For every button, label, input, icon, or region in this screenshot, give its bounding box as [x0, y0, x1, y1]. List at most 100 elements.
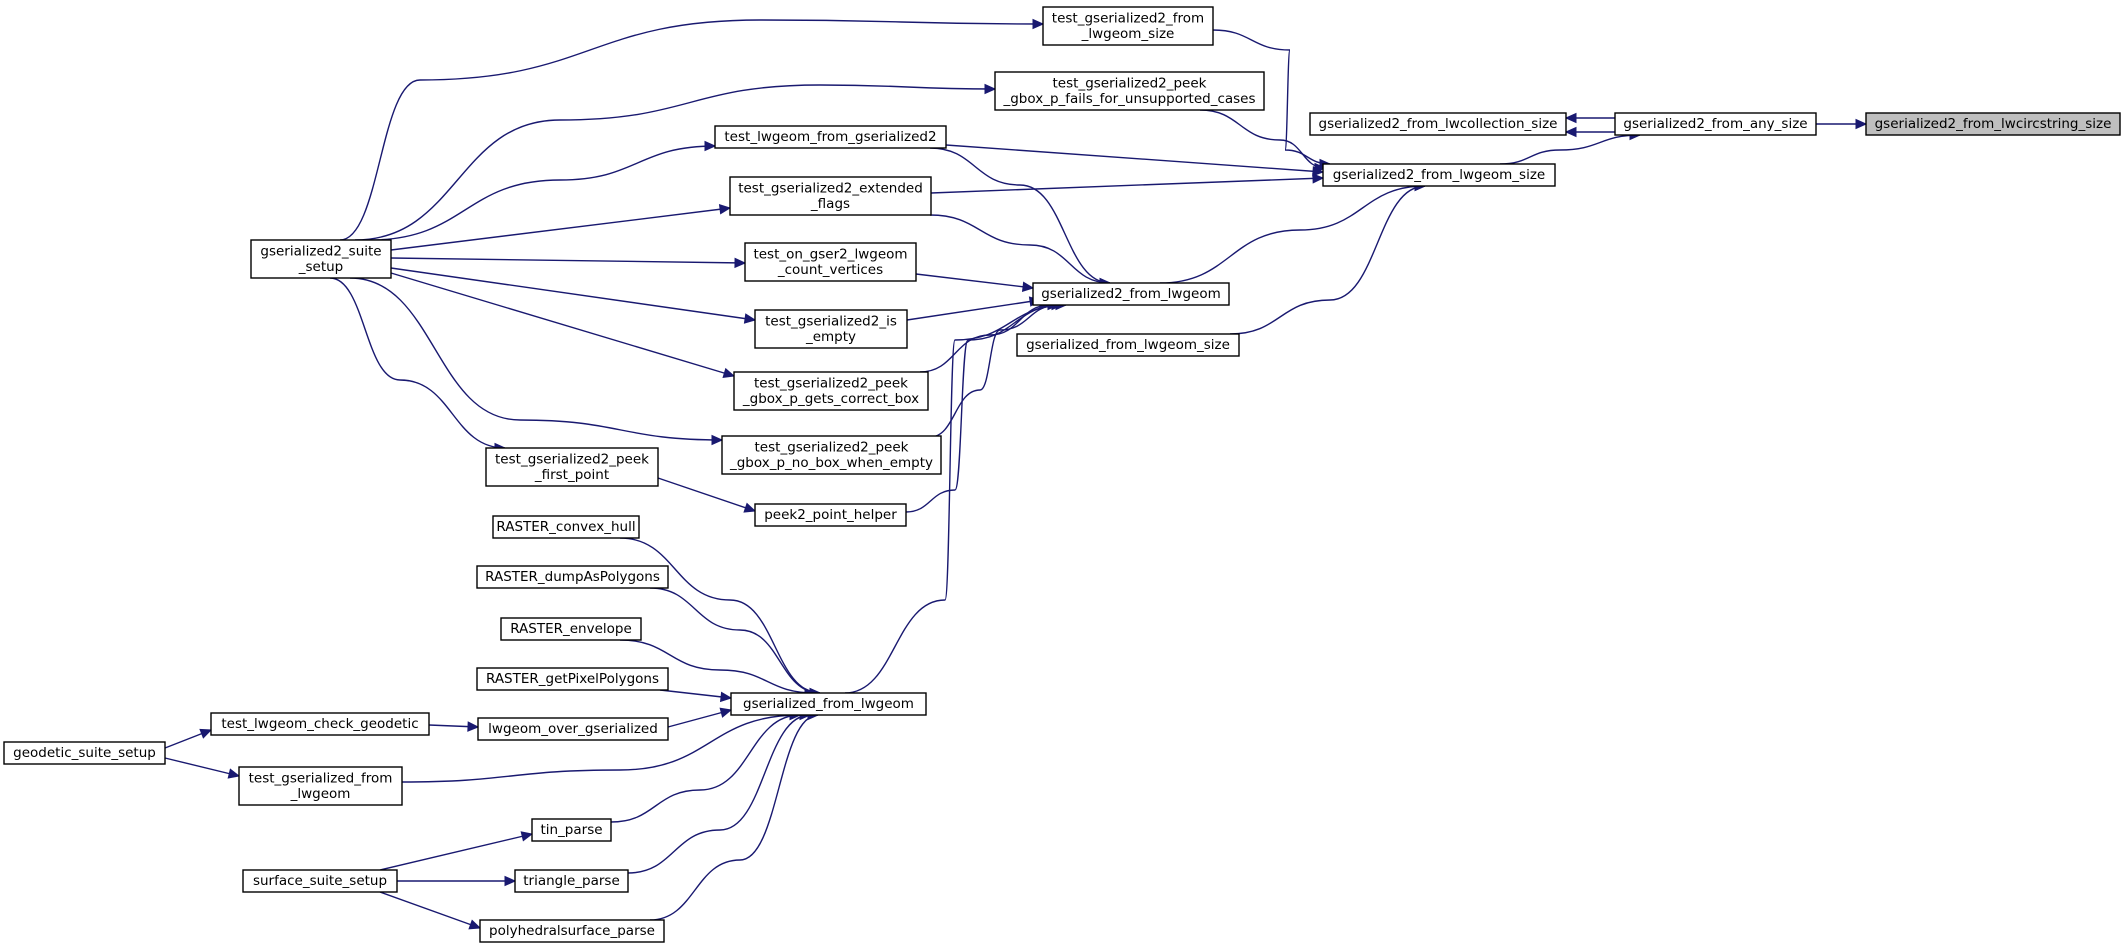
node-label: _empty	[805, 329, 856, 345]
edge-n_suite-to-n_isempty	[390, 267, 757, 324]
node-label: gserialized_from_lwgeom_size	[1026, 337, 1230, 353]
node-raster-getpixelpolygons[interactable]: RASTER_getPixelPolygons	[476, 667, 669, 691]
node-test-gserialized2-peek-gbox-p-gets-correct-box[interactable]: test_gserialized2_peek_gbox_p_gets_corre…	[733, 371, 929, 411]
edge-n_ext-to-n_lwsize	[930, 173, 1325, 194]
edge-n_gflws-to-n_lwsize	[1229, 180, 1427, 335]
node-label: gserialized2_from_any_size	[1623, 116, 1807, 132]
node-label: gserialized2_from_lwgeom	[1041, 286, 1221, 302]
edge-n_geo-to-n_tgfl	[164, 757, 241, 779]
node-test-on-gser2-lwgeom-count-vertices[interactable]: test_on_gser2_lwgeom_count_vertices	[744, 242, 917, 282]
node-raster-dumpaspolygons[interactable]: RASTER_dumpAsPolygons	[476, 565, 669, 589]
node-label: RASTER_convex_hull	[496, 519, 635, 535]
node-label: RASTER_dumpAsPolygons	[485, 569, 660, 585]
edge-n_surf-to-n_poly	[379, 891, 482, 930]
node-test-gserialized2-extended-flags[interactable]: test_gserialized2_extended_flags	[729, 176, 932, 216]
node-label: test_lwgeom_check_geodetic	[221, 716, 418, 732]
node-label: peek2_point_helper	[764, 507, 897, 523]
node-test-gserialized2-peek-first-point[interactable]: test_gserialized2_peek_first_point	[485, 447, 659, 487]
node-gserialized-from-lwgeom-size[interactable]: gserialized_from_lwgeom_size	[1016, 333, 1240, 357]
node-label: _lwgeom	[290, 786, 351, 802]
node-label: _lwgeom_size	[1081, 26, 1175, 42]
node-geodetic-suite-setup[interactable]: geodetic_suite_setup	[3, 741, 166, 765]
edge-n_gfl-to-n_g2lw	[844, 299, 1068, 694]
edge-n_dump-to-n_gfl	[649, 587, 822, 699]
node-test-lwgeom-from-gserialized2[interactable]: test_lwgeom_from_gserialized2	[714, 125, 947, 149]
node-peek2-point-helper[interactable]: peek2_point_helper	[754, 503, 907, 527]
edge-n_any-to-n_coll	[1564, 126, 1615, 138]
node-label: test_gserialized_from	[249, 770, 393, 786]
node-label: gserialized2_suite	[260, 243, 381, 259]
node-label: _first_point	[534, 467, 609, 483]
edge-n_suite-to-n_gets	[390, 272, 736, 379]
node-test-gserialized2-is-empty[interactable]: test_gserialized2_is_empty	[754, 309, 908, 349]
node-gserialized-from-lwgeom[interactable]: gserialized_from_lwgeom	[730, 692, 927, 716]
edge-n_pix-to-n_gfl	[659, 689, 733, 703]
node-label: test_gserialized2_peek	[1053, 75, 1207, 91]
edge-n_coll-to-n_any	[1564, 112, 1615, 124]
node-gserialized2-from-lwgeom[interactable]: gserialized2_from_lwgeom	[1032, 282, 1230, 306]
node-label: _count_vertices	[777, 262, 883, 278]
node-label: test_gserialized2_peek	[495, 451, 649, 467]
node-test-gserialized-from-lwgeom[interactable]: test_gserialized_from_lwgeom	[238, 766, 403, 806]
node-label: test_gserialized2_extended	[738, 180, 923, 196]
edge-n_nobox-to-n_g2lw	[929, 299, 1060, 438]
node-label: _setup	[298, 259, 344, 275]
node-surface-suite-setup[interactable]: surface_suite_setup	[242, 869, 398, 893]
edge-n_suite-to-n_first	[329, 277, 507, 454]
node-label: _gbox_p_fails_for_unsupported_cases	[1002, 91, 1255, 107]
edge-n_g2lw-to-n_lwsize	[1159, 180, 1427, 284]
edge-n_cnt-to-n_g2lw	[915, 273, 1035, 292]
node-gserialized2-from-lwgeom-size[interactable]: gserialized2_from_lwgeom_size	[1322, 163, 1556, 187]
edge-n_tlw-to-n_g2lw	[929, 147, 1112, 289]
node-test-gserialized2-peek-gbox-p-no-box-when-empty[interactable]: test_gserialized2_peek_gbox_p_no_box_whe…	[721, 435, 942, 475]
node-raster-envelope[interactable]: RASTER_envelope	[500, 617, 642, 641]
node-tin-parse[interactable]: tin_parse	[531, 818, 612, 842]
node-gserialized2-from-lwcircstring-size[interactable]: gserialized2_from_lwcircstring_size	[1865, 112, 2121, 136]
edge-n_surf-to-n_tri	[397, 875, 517, 887]
node-raster-convex-hull[interactable]: RASTER_convex_hull	[492, 515, 640, 539]
node-gserialized2-suite-setup[interactable]: gserialized2_suite_setup	[250, 239, 392, 279]
node-label: _flags	[810, 196, 850, 212]
node-gserialized2-from-lwcollection-size[interactable]: gserialized2_from_lwcollection_size	[1309, 112, 1567, 136]
nodes-layer: gserialized2_from_lwcircstring_sizegseri…	[3, 6, 2121, 943]
edge-n_tlw-to-n_lwsize	[945, 144, 1325, 177]
edge-n_suite-to-n_tlw	[369, 140, 717, 241]
node-test-gserialized2-from-lwgeom-size[interactable]: test_gserialized2_from_lwgeom_size	[1042, 6, 1214, 46]
edge-n_p2-to-n_g2lw	[905, 299, 1064, 513]
node-label: _gbox_p_gets_correct_box	[742, 391, 919, 407]
edge-n_over-to-n_gfl	[667, 707, 733, 728]
node-test-gserialized2-peek-gbox-p-fails-for-unsupported-cases[interactable]: test_gserialized2_peek_gbox_p_fails_for_…	[994, 71, 1265, 111]
node-label: test_lwgeom_from_gserialized2	[724, 129, 936, 145]
node-label: _gbox_p_no_box_when_empty	[729, 455, 933, 471]
node-label: triangle_parse	[523, 873, 620, 889]
edge-n_suite-to-n_nobox	[349, 277, 724, 446]
edge-n_chk-to-n_over	[428, 721, 480, 732]
node-label: gserialized_from_lwgeom	[743, 696, 914, 712]
edge-n_unsup-to-n_lwsize	[1199, 109, 1327, 174]
node-label: test_gserialized2_peek	[754, 375, 908, 391]
node-lwgeom-over-gserialized[interactable]: lwgeom_over_gserialized	[477, 717, 669, 741]
edge-n_suite-to-n_cnt	[390, 257, 747, 269]
node-gserialized2-from-any-size[interactable]: gserialized2_from_any_size	[1614, 112, 1817, 136]
node-label: RASTER_getPixelPolygons	[486, 671, 659, 687]
edge-n_suite-to-n_tsize	[339, 18, 1045, 241]
edge-n_suite-to-n_unsup	[354, 83, 997, 241]
node-label: gserialized2_from_lwcircstring_size	[1875, 116, 2112, 132]
edge-n_suite-to-n_ext	[390, 204, 732, 251]
node-label: gserialized2_from_lwgeom_size	[1333, 167, 1545, 183]
node-label: RASTER_envelope	[510, 621, 632, 637]
node-label: test_on_gser2_lwgeom	[753, 246, 907, 262]
node-triangle-parse[interactable]: triangle_parse	[514, 869, 629, 893]
node-label: surface_suite_setup	[253, 873, 387, 889]
node-test-lwgeom-check-geodetic[interactable]: test_lwgeom_check_geodetic	[210, 712, 430, 736]
node-label: test_gserialized2_from	[1052, 10, 1204, 26]
node-polyhedralsurface-parse[interactable]: polyhedralsurface_parse	[479, 919, 665, 943]
node-label: polyhedralsurface_parse	[489, 923, 655, 939]
edge-n_ext-to-n_g2lw	[929, 214, 1112, 289]
edge-n_first-to-n_p2	[657, 477, 757, 513]
node-label: tin_parse	[540, 822, 602, 838]
node-label: test_gserialized2_peek	[755, 439, 909, 455]
node-label: test_gserialized2_is	[765, 313, 897, 329]
edge-n_poly-to-n_gfl	[649, 709, 820, 921]
